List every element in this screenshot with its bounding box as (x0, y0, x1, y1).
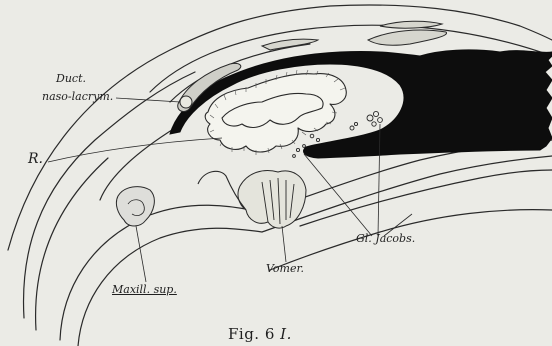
label-gl-jacobs: Gl. Jacobs. (356, 232, 415, 245)
figure-caption: Fig. 6 I. (228, 325, 292, 343)
leader-maxill (136, 226, 146, 282)
leader-r (48, 138, 222, 162)
leader-vomer (282, 226, 286, 262)
label-naso-lacrym: naso-lacrym. (42, 90, 113, 103)
leader-gl-1 (304, 154, 372, 236)
lower-contour-2 (78, 156, 552, 346)
label-maxill-sup: Maxill. sup. (112, 283, 177, 296)
duct-opening (180, 96, 192, 108)
label-vomer: Vomer. (266, 262, 304, 275)
upper-patch-3 (380, 21, 442, 28)
upper-patch-2 (368, 30, 447, 45)
label-r: R. (28, 153, 43, 166)
caption-suffix: I. (280, 325, 292, 343)
maxilla-superior (116, 187, 154, 226)
outer-contour-3 (36, 158, 108, 330)
caption-prefix: Fig. 6 (228, 325, 275, 343)
lower-contour-1 (60, 140, 552, 340)
label-duct: Duct. (56, 72, 86, 85)
outer-contour-2 (24, 72, 195, 318)
